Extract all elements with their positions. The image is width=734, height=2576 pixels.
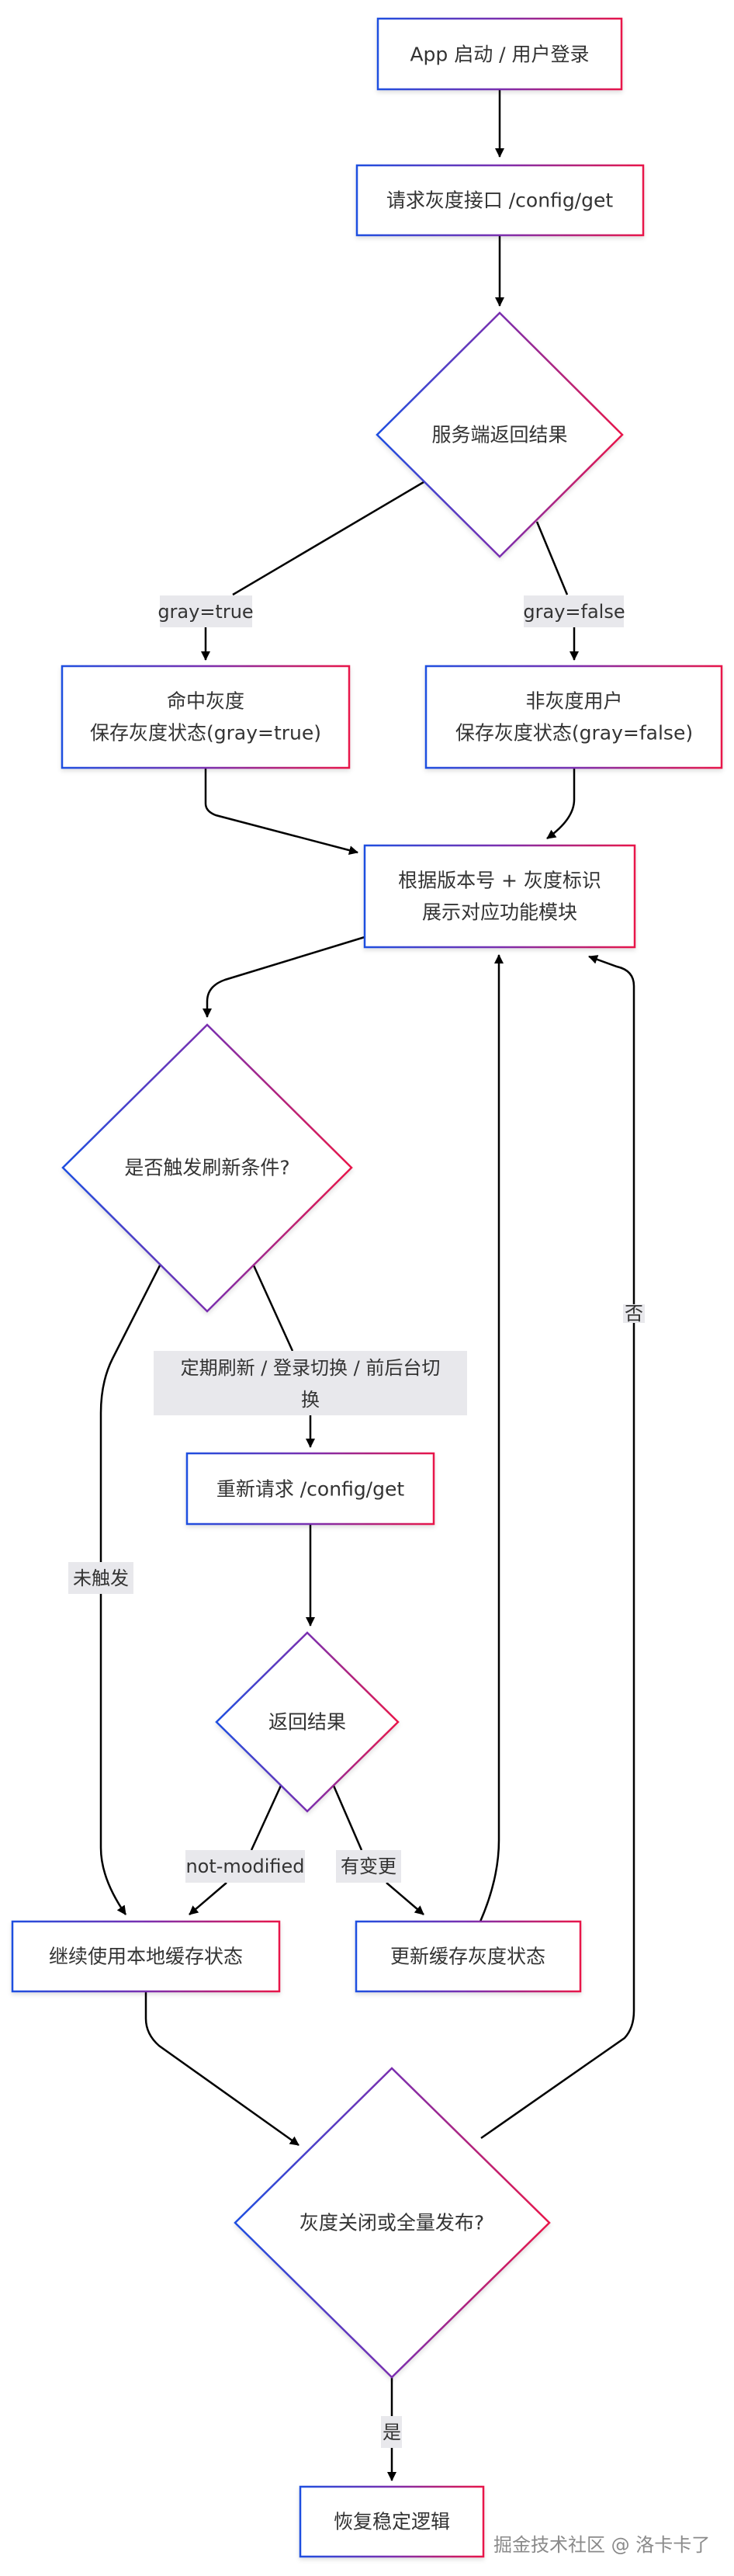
svg-text:根据版本号 + 灰度标识: 根据版本号 + 灰度标识 — [398, 870, 601, 892]
edge-label-yes: 是 — [381, 2416, 402, 2448]
svg-text:是: 是 — [383, 2422, 401, 2443]
svg-text:灰度关闭或全量发布?: 灰度关闭或全量发布? — [299, 2212, 484, 2234]
edges — [99, 89, 635, 2481]
node-update-cache[interactable]: 更新缓存灰度状态 — [355, 1920, 582, 1993]
node-show-modules[interactable]: 根据版本号 + 灰度标识 展示对应功能模块 — [363, 844, 636, 949]
edge-label-no: 否 — [623, 1303, 645, 1324]
edge-return-result-to-use-cache — [189, 1785, 282, 1915]
svg-text:App 启动 / 用户登录: App 启动 / 用户登录 — [410, 43, 589, 66]
svg-text:展示对应功能模块: 展示对应功能模块 — [422, 901, 577, 924]
edge-hit-gray-to-show-modules — [204, 768, 358, 856]
svg-text:恢复稳定逻辑: 恢复稳定逻辑 — [334, 2511, 450, 2533]
edge-show-modules-to-refresh-check — [203, 936, 365, 1018]
svg-text:gray=true: gray=true — [158, 601, 253, 623]
edge-label-gray-false: gray=false — [523, 595, 625, 627]
svg-text:有变更: 有变更 — [341, 1856, 396, 1877]
edge-refresh-check-to-use-cache — [99, 1265, 161, 1915]
edge-server-result-to-hit-gray — [206, 481, 424, 660]
watermark: 掘金技术社区 @ 洛卡卡了 — [493, 2534, 711, 2556]
node-request[interactable]: 请求灰度接口 /config/get — [355, 164, 645, 237]
node-start[interactable]: App 启动 / 用户登录 — [376, 17, 623, 91]
svg-text:是否触发刷新条件?: 是否触发刷新条件? — [124, 1157, 289, 1179]
svg-text:未触发: 未触发 — [73, 1567, 129, 1589]
node-hit-gray[interactable]: 命中灰度 保存灰度状态(gray=true) — [61, 665, 351, 769]
node-return-result[interactable]: 返回结果 — [215, 1631, 400, 1813]
edge-non-gray-to-show-modules — [546, 768, 576, 840]
svg-text:保存灰度状态(gray=false): 保存灰度状态(gray=false) — [455, 722, 693, 745]
edge-update-cache-to-show-modules — [479, 954, 504, 1922]
svg-text:换: 换 — [301, 1389, 320, 1411]
node-use-cache[interactable]: 继续使用本地缓存状态 — [11, 1920, 281, 1993]
node-re-request[interactable]: 重新请求 /config/get — [185, 1452, 435, 1526]
edge-label-refresh-triggers: 定期刷新 / 登录切换 / 前后台切 换 — [154, 1351, 467, 1415]
svg-text:重新请求 /config/get: 重新请求 /config/get — [216, 1478, 405, 1501]
svg-text:否: 否 — [625, 1303, 643, 1324]
svg-text:请求灰度接口 /config/get: 请求灰度接口 /config/get — [386, 189, 614, 212]
edge-label-changed: 有变更 — [336, 1850, 401, 1883]
edge-gray-off-to-show-modules — [480, 955, 635, 2140]
edge-label-not-modified: not-modified — [185, 1850, 305, 1883]
edge-server-result-to-non-gray — [535, 521, 574, 660]
svg-text:更新缓存灰度状态: 更新缓存灰度状态 — [390, 1946, 545, 1968]
svg-text:返回结果: 返回结果 — [268, 1711, 346, 1734]
nodes: App 启动 / 用户登录 请求灰度接口 /config/get 服务端返回结果… — [11, 17, 723, 2558]
svg-text:定期刷新 / 登录切换 / 前后台切: 定期刷新 / 登录切换 / 前后台切 — [181, 1357, 441, 1379]
svg-text:命中灰度: 命中灰度 — [167, 690, 244, 713]
edge-return-result-to-update-cache — [332, 1785, 424, 1915]
svg-text:保存灰度状态(gray=true): 保存灰度状态(gray=true) — [90, 722, 321, 745]
edge-refresh-check-to-re-request — [252, 1265, 310, 1447]
svg-text:not-modified: not-modified — [185, 1856, 304, 1877]
edge-labels: gray=true gray=false 定期刷新 / 登录切换 / 前后台切 … — [68, 595, 645, 2448]
svg-text:服务端返回结果: 服务端返回结果 — [431, 424, 567, 446]
svg-text:继续使用本地缓存状态: 继续使用本地缓存状态 — [49, 1946, 243, 1968]
svg-text:gray=false: gray=false — [523, 601, 625, 623]
edge-label-gray-true: gray=true — [158, 595, 254, 627]
edge-use-cache-to-gray-off — [144, 1991, 299, 2147]
edge-label-not-triggered: 未触发 — [68, 1562, 133, 1594]
svg-text:非灰度用户: 非灰度用户 — [525, 690, 622, 713]
node-server-result[interactable]: 服务端返回结果 — [376, 311, 624, 558]
node-non-gray[interactable]: 非灰度用户 保存灰度状态(gray=false) — [424, 665, 723, 769]
node-gray-off[interactable]: 灰度关闭或全量发布? — [234, 2067, 551, 2379]
node-restore[interactable]: 恢复稳定逻辑 — [299, 2485, 485, 2558]
node-refresh-check[interactable]: 是否触发刷新条件? — [61, 1023, 353, 1313]
